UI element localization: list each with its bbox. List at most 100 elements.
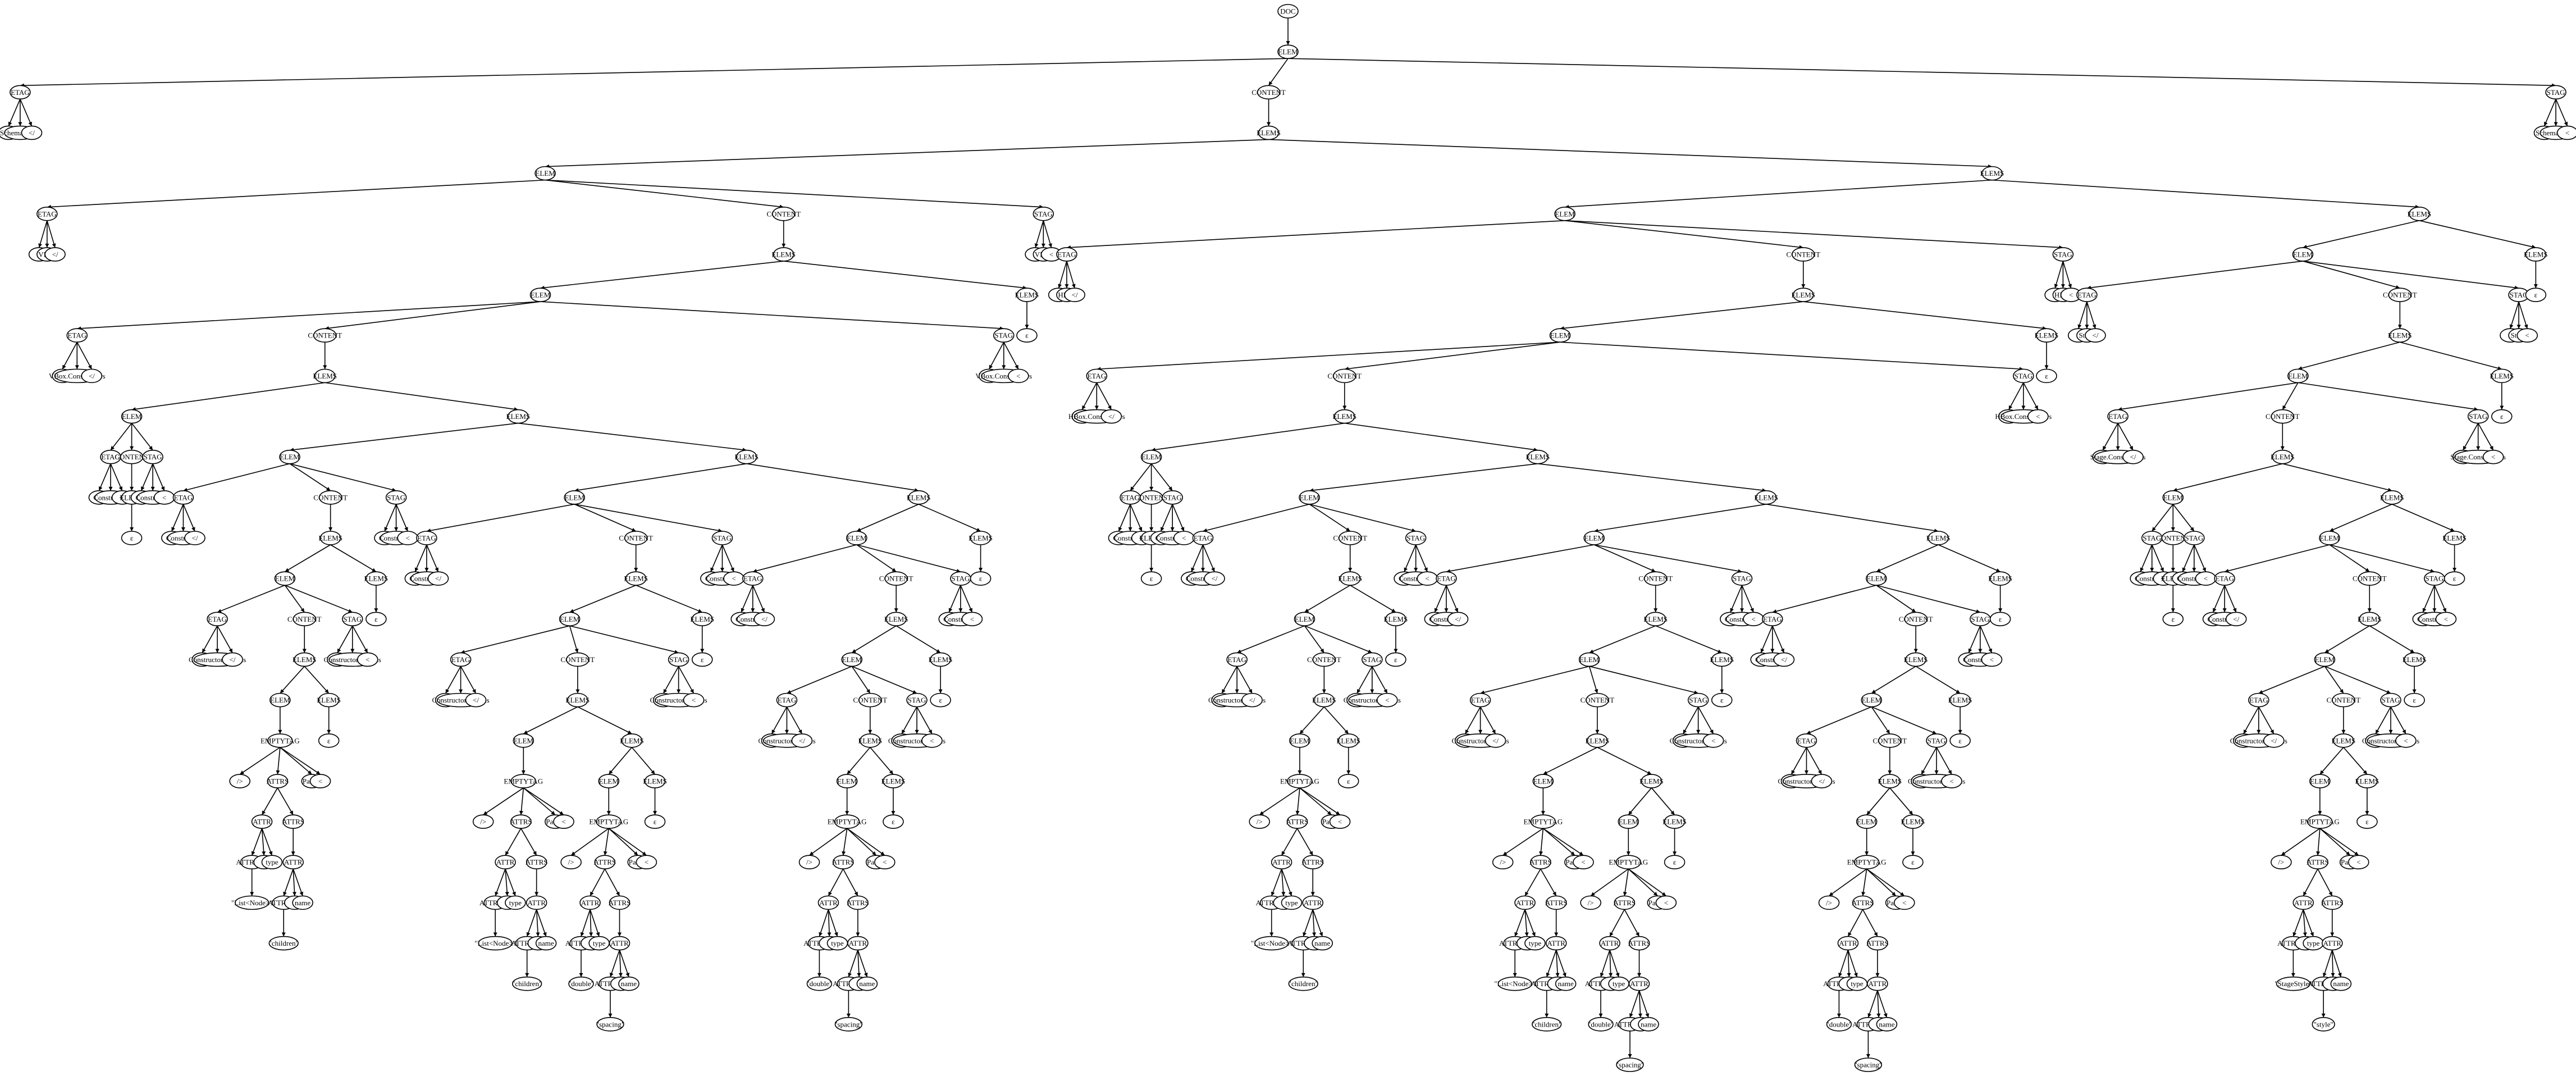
node-ellipse xyxy=(416,531,437,545)
arrowhead-icon xyxy=(634,568,638,572)
tree-edge xyxy=(1540,868,1557,896)
tree-edges xyxy=(8,18,2568,1058)
node-label: "spacing" xyxy=(1854,1061,1882,1069)
tree-edge xyxy=(2369,625,2415,654)
arrowhead-icon xyxy=(472,689,476,694)
arrowhead-icon xyxy=(1647,770,1652,774)
tree-node-elems: ELEMS xyxy=(1643,612,1668,627)
tree-node-elems: ELEMS xyxy=(1988,571,2012,586)
tree-node-symbol: < xyxy=(1894,895,1915,910)
node-label: CONTENT xyxy=(1134,493,1168,501)
tree-node-etag: ETAG xyxy=(1762,612,1783,627)
tree-edge xyxy=(631,747,656,775)
node-ellipse xyxy=(1016,288,1038,302)
node-ellipse xyxy=(510,774,537,788)
tree-node-etag: ETAG xyxy=(1436,571,1457,586)
tree-node-style: "style" xyxy=(2312,1017,2335,1032)
arrowhead-icon xyxy=(1082,405,1086,410)
tree-edge xyxy=(1772,585,1877,613)
arrowhead-icon xyxy=(268,851,273,856)
node-label: "List<Node>" xyxy=(231,899,273,907)
node-label: ELEMS xyxy=(1948,696,1972,704)
arrowhead-icon xyxy=(902,729,906,734)
arrowhead-icon xyxy=(2365,811,2369,815)
node-label: < xyxy=(406,534,410,542)
arrowhead-icon xyxy=(857,973,861,977)
node-label: STAG xyxy=(2425,575,2443,583)
tree-node-stag: STAG xyxy=(1405,531,1427,545)
node-label: < xyxy=(2356,858,2360,867)
node-label: ATTRS xyxy=(1286,818,1309,826)
tree-edge xyxy=(1847,909,1864,937)
arrowhead-icon xyxy=(866,689,870,694)
arrowhead-icon xyxy=(2397,325,2402,329)
tree-node-etag: ETAG xyxy=(1192,531,1214,545)
arrowhead-icon xyxy=(1513,973,1517,977)
node-ellipse xyxy=(1853,855,1880,870)
tree-edge xyxy=(663,666,679,694)
tree-edge xyxy=(2023,382,2039,410)
tree-edge xyxy=(1791,747,1807,775)
tree-edge xyxy=(1594,504,1766,532)
node-ellipse xyxy=(596,814,622,829)
node-ellipse xyxy=(644,774,666,788)
node-ellipse xyxy=(267,733,293,748)
tree-edge xyxy=(325,382,518,411)
tree-node-content: CONTENT xyxy=(1638,571,1673,586)
tree-node-content: CONTENT xyxy=(1872,733,1907,748)
node-label: STAG xyxy=(387,493,405,501)
node-ellipse xyxy=(1436,571,1457,586)
tree-edge xyxy=(1514,909,1525,937)
node-ellipse xyxy=(1333,368,1356,384)
arrowhead-icon xyxy=(979,568,983,572)
tree-edge xyxy=(1446,585,1459,613)
tree-edge xyxy=(960,585,973,613)
arrowhead-icon xyxy=(1683,729,1687,734)
node-ellipse xyxy=(1989,571,2011,586)
tree-node-children: "children" xyxy=(512,976,542,991)
tree-node-stag: STAG xyxy=(668,652,689,667)
tree-node-attr: ATTR xyxy=(251,814,273,829)
node-ellipse xyxy=(2122,449,2144,464)
tree-node-emptytag: EMPTYTAG xyxy=(261,733,300,748)
arrowhead-icon xyxy=(1670,810,1675,815)
node-label: ELEMS xyxy=(969,534,993,542)
node-ellipse xyxy=(621,733,643,748)
node-ellipse xyxy=(1033,206,1054,221)
tree-edge xyxy=(2303,261,2400,289)
node-ellipse xyxy=(1362,652,1383,667)
node-ellipse xyxy=(1530,855,1551,870)
tree-edge xyxy=(2400,341,2502,370)
arrowhead-icon xyxy=(1303,932,1307,937)
tree-node-symbol: < xyxy=(397,531,418,545)
arrowhead-icon xyxy=(1968,648,1972,653)
arrowhead-icon xyxy=(617,932,622,937)
node-label: ε xyxy=(979,575,983,583)
node-ellipse xyxy=(1867,936,1888,951)
node-ellipse xyxy=(2404,652,2425,667)
node-label: </ xyxy=(230,655,236,664)
node-ellipse xyxy=(1294,612,1316,627)
node-ellipse xyxy=(1586,692,1609,708)
tree-edge xyxy=(604,828,610,856)
tree-edge xyxy=(38,220,48,248)
tree-node-symbol: < xyxy=(309,774,331,788)
arrowhead-icon xyxy=(1502,851,1508,856)
node-ellipse xyxy=(81,368,103,384)
tree-node-elems: ELEMS xyxy=(2403,652,2426,667)
arrowhead-icon xyxy=(633,851,638,856)
tree-edge xyxy=(1609,950,1611,977)
tree-node-elems: ELEMS xyxy=(1904,652,1928,667)
node-ellipse xyxy=(1086,368,1108,384)
tree-edge xyxy=(1066,220,1565,248)
arrowhead-icon xyxy=(1524,932,1529,937)
node-ellipse xyxy=(1854,1057,1883,1072)
node-ellipse xyxy=(366,612,387,627)
node-ellipse xyxy=(566,652,590,667)
node-ellipse xyxy=(1867,976,1888,991)
arrowhead-icon xyxy=(1094,405,1099,410)
node-label: ELEM xyxy=(1555,209,1575,218)
arrowhead-icon xyxy=(1770,649,1775,653)
node-ellipse xyxy=(2356,814,2378,829)
tree-node-etag: ETAG xyxy=(2214,571,2235,586)
